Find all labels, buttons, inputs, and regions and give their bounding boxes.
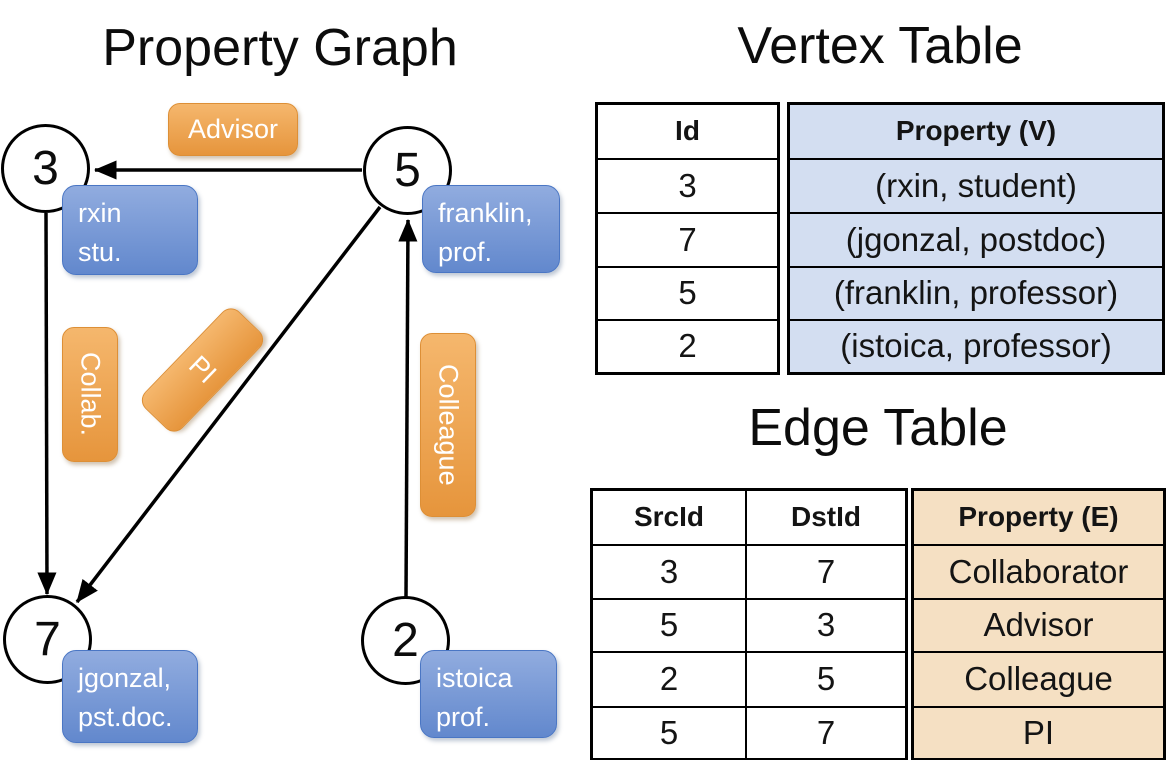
edge-row-property: PI	[911, 705, 1166, 760]
vertex-row-id: 3	[595, 157, 780, 214]
edge-row-dst: 3	[745, 597, 908, 653]
node-label: 2	[392, 614, 419, 667]
pi-arrow-5-to-7	[75, 205, 382, 604]
edge-label-text: PI	[183, 349, 223, 390]
vertex-prop-box-istoica: istoica prof.	[420, 650, 557, 738]
edge-property-header: Property (E)	[911, 488, 1166, 546]
vertex-prop-line2: prof.	[438, 237, 493, 268]
vertex-row-property: (franklin, professor)	[787, 265, 1165, 321]
edge-label-collab: Collab.	[62, 327, 118, 462]
edge-row-dst: 5	[745, 650, 908, 708]
edge-row-src: 5	[590, 597, 747, 653]
node-circle-5: 5	[363, 126, 452, 215]
vertex-prop-line2: pst.doc.	[78, 702, 173, 733]
vertex-prop-box-rxin: rxin stu.	[62, 185, 198, 275]
edge-label-advisor: Advisor	[168, 103, 298, 156]
vertex-table-id-column: Id 3 7 5 2	[595, 102, 780, 375]
collaborator-arrow-3-to-7	[37, 212, 57, 596]
vertex-id-header: Id	[595, 102, 780, 160]
vertex-prop-box-franklin: franklin, prof.	[422, 185, 560, 273]
vertex-prop-line1: franklin,	[438, 198, 533, 228]
edge-row-property: Colleague	[911, 650, 1166, 708]
node-label: 7	[34, 613, 61, 666]
edge-src-header: SrcId	[590, 488, 747, 546]
edge-row-src: 2	[590, 650, 747, 708]
vertex-row-property: (rxin, student)	[787, 157, 1165, 214]
vertex-prop-box-jgonzal: jgonzal, pst.doc.	[62, 650, 198, 743]
vertex-row-id: 5	[595, 265, 780, 321]
graph-edges-layer	[37, 160, 418, 604]
edge-row-src: 5	[590, 705, 747, 760]
property-graph-title: Property Graph	[102, 19, 458, 77]
vertex-table-property-column: Property (V) (rxin, student) (jgonzal, p…	[787, 102, 1165, 375]
vertex-property-header: Property (V)	[787, 102, 1165, 160]
edge-table-id-columns: SrcId DstId 3 7 5 3 2 5 5 7	[590, 488, 908, 760]
colleague-arrow-2-to-5	[398, 218, 418, 598]
vertex-row-id: 2	[595, 318, 780, 375]
vertex-row-id: 7	[595, 211, 780, 268]
edge-row-property: Advisor	[911, 597, 1166, 653]
edge-row-dst: 7	[745, 705, 908, 760]
node-circle-2: 2	[361, 596, 450, 685]
vertex-prop-line2: prof.	[436, 702, 491, 733]
edge-dst-header: DstId	[745, 488, 908, 546]
edge-label-text: Colleague	[433, 364, 464, 486]
vertex-prop-line2: stu.	[78, 237, 122, 268]
edge-label-text: Collab.	[75, 352, 106, 437]
edge-label-colleague: Colleague	[420, 333, 476, 517]
edge-table-title: Edge Table	[748, 399, 1008, 457]
vertex-prop-line1: rxin	[78, 198, 122, 228]
edge-label-text: Advisor	[187, 114, 279, 144]
edge-row-property: Collaborator	[911, 543, 1166, 600]
vertex-row-property: (jgonzal, postdoc)	[787, 211, 1165, 268]
node-label: 3	[32, 142, 59, 195]
vertex-table-title: Vertex Table	[737, 17, 1023, 75]
vertex-row-property: (istoica, professor)	[787, 318, 1165, 375]
vertex-prop-line1: istoica	[436, 663, 513, 693]
vertex-prop-line1: jgonzal,	[78, 663, 172, 693]
node-label: 5	[394, 144, 421, 197]
edge-row-dst: 7	[745, 543, 908, 600]
edge-row-src: 3	[590, 543, 747, 600]
edge-table-property-column: Property (E) Collaborator Advisor Collea…	[911, 488, 1166, 760]
